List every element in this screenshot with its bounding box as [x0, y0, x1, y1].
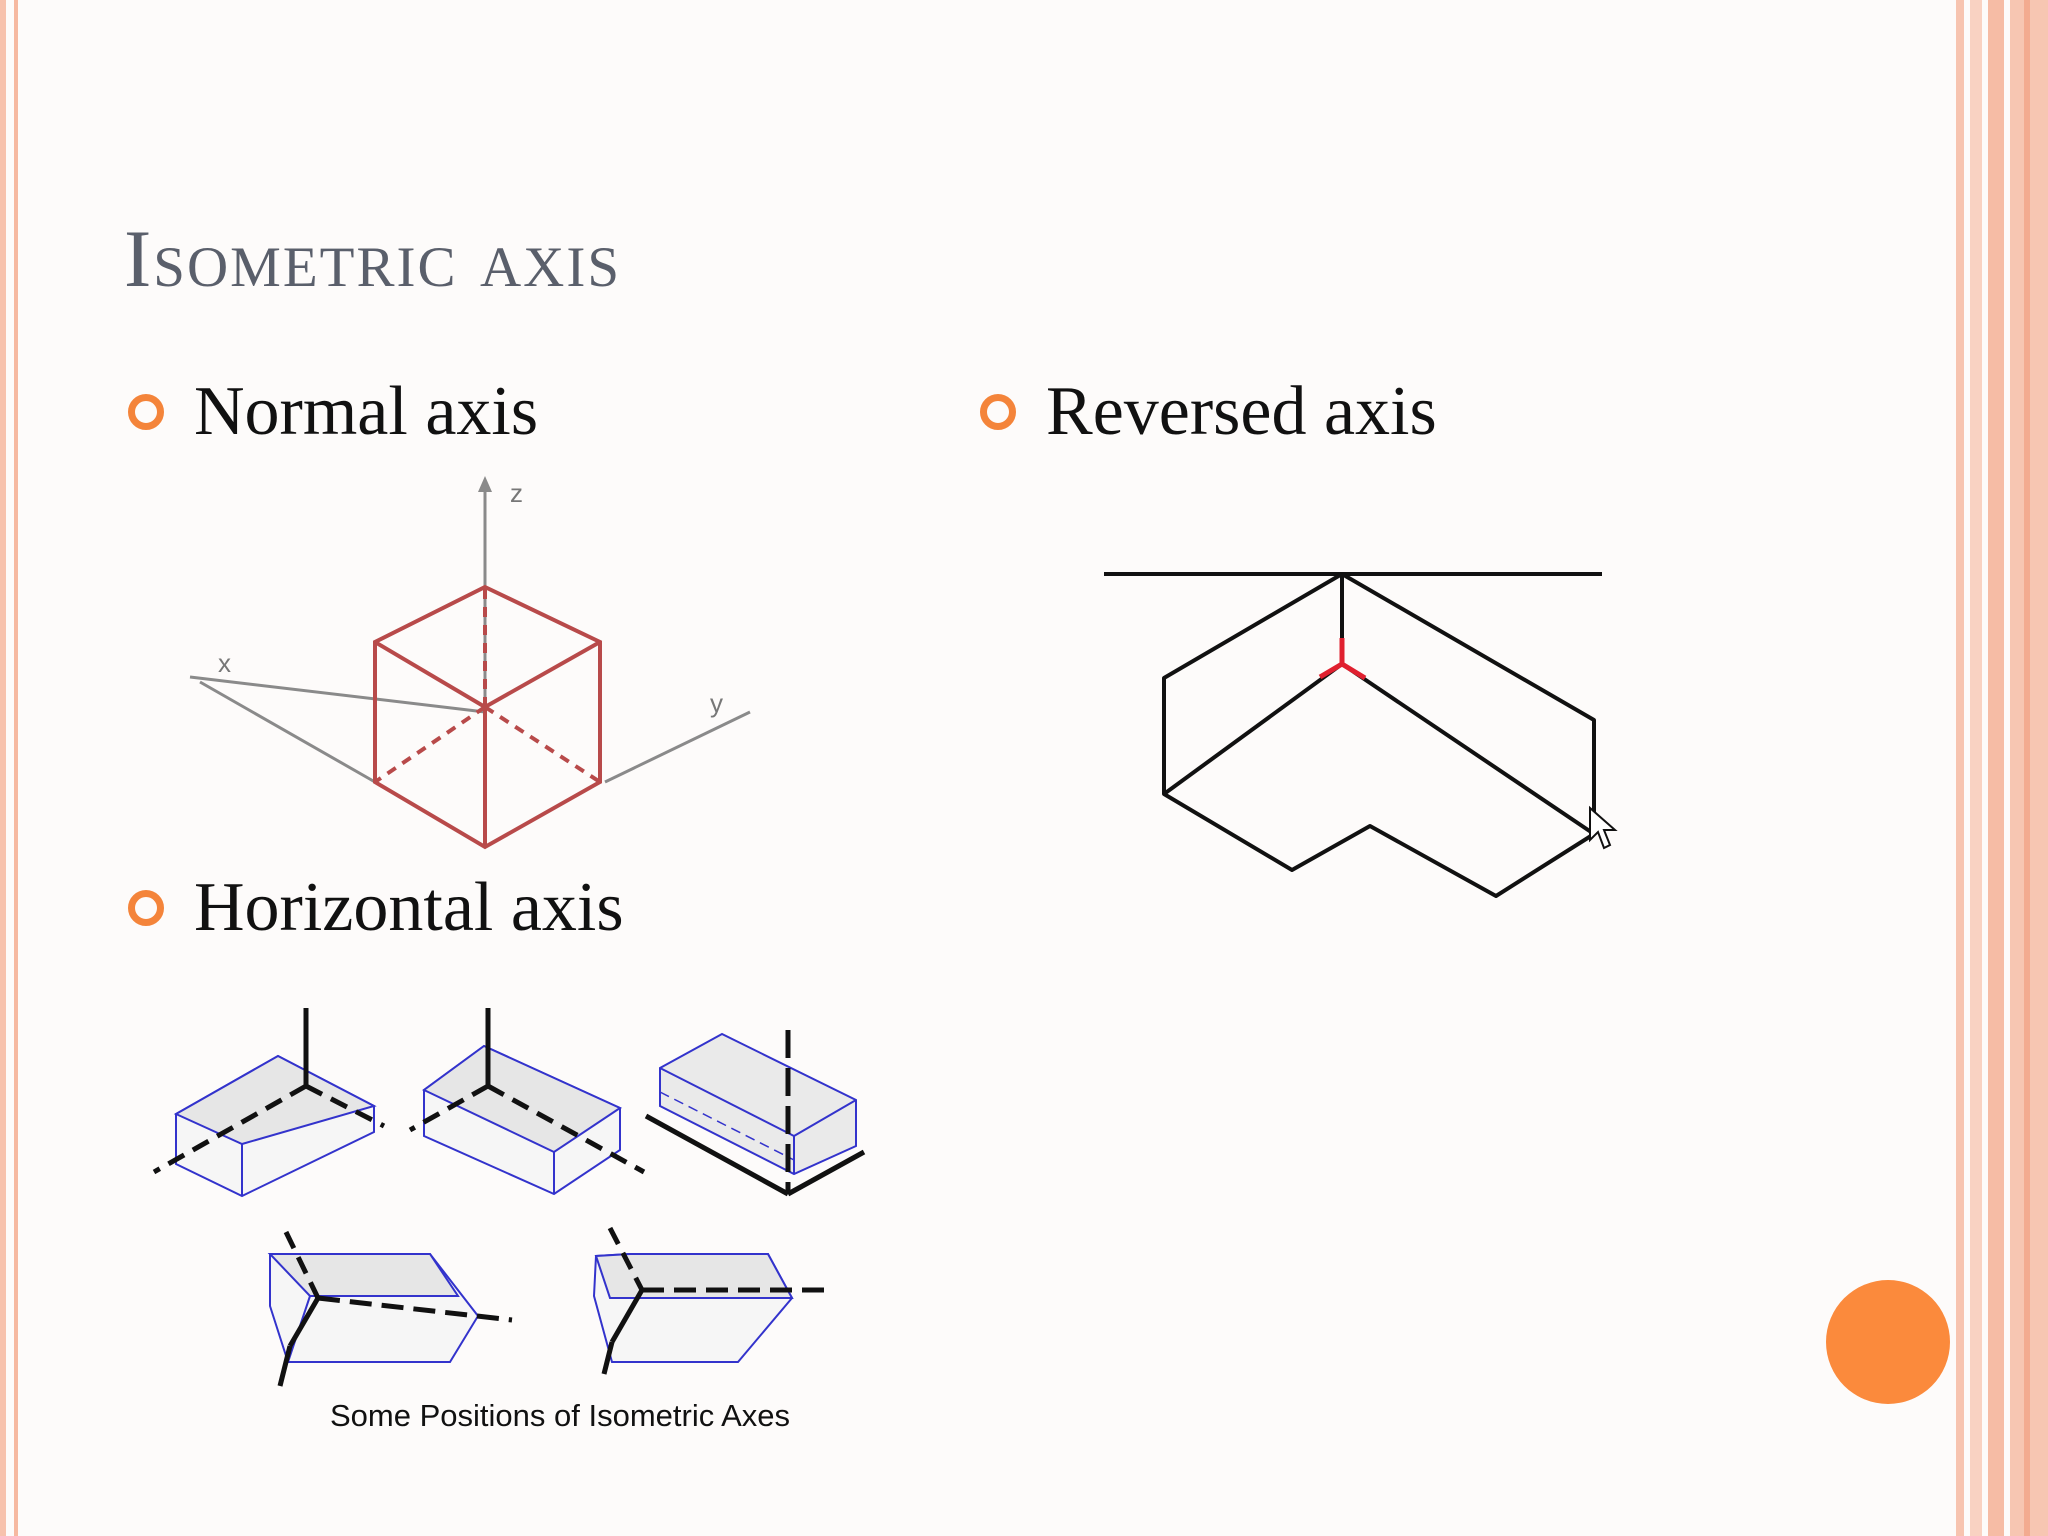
y-axis-line — [604, 710, 751, 784]
z-axis-label: z — [510, 478, 523, 508]
left-border-stripe — [0, 0, 6, 1536]
bullet-normal-axis: Normal axis — [128, 372, 538, 452]
box-position-2 — [408, 1008, 646, 1196]
bullet-reversed-axis: Reversed axis — [980, 372, 1437, 452]
right-border-stripe — [1988, 0, 2004, 1536]
right-border-stripe — [1956, 0, 1964, 1536]
bullet-label: Normal axis — [194, 373, 539, 450]
right-border-stripe — [2024, 0, 2030, 1536]
y-axis-label: y — [710, 688, 723, 718]
left-border-stripe — [14, 0, 18, 1536]
right-border-stripe — [1970, 0, 1982, 1536]
bullet-ring-icon — [128, 890, 164, 926]
box-position-1 — [152, 1008, 386, 1198]
box-position-5 — [592, 1226, 830, 1375]
x-axis-line — [199, 680, 376, 784]
highlight-corner — [1318, 638, 1367, 681]
slide-title: Isometric axis — [124, 213, 622, 304]
bullet-label: Reversed axis — [1046, 373, 1437, 450]
normal-axis-figure: z x y — [189, 476, 751, 850]
mouse-pointer-icon — [1589, 805, 1618, 850]
bullet-horizontal-axis: Horizontal axis — [128, 868, 624, 948]
horizontal-axis-figure — [152, 1008, 866, 1387]
bullet-label: Horizontal axis — [194, 869, 624, 946]
box-position-4 — [267, 1230, 513, 1387]
box-position-3 — [644, 1030, 866, 1197]
decorative-orange-circle — [1826, 1280, 1950, 1404]
z-axis-arrow-icon — [478, 476, 492, 492]
reversed-axis-figure — [1104, 572, 1618, 898]
bullet-ring-icon — [128, 394, 164, 430]
figure-caption: Some Positions of Isometric Axes — [330, 1398, 791, 1433]
cube-edges — [373, 584, 602, 850]
x-axis-part — [189, 675, 486, 714]
bullet-ring-icon — [980, 394, 1016, 430]
x-axis-label: x — [218, 648, 231, 678]
